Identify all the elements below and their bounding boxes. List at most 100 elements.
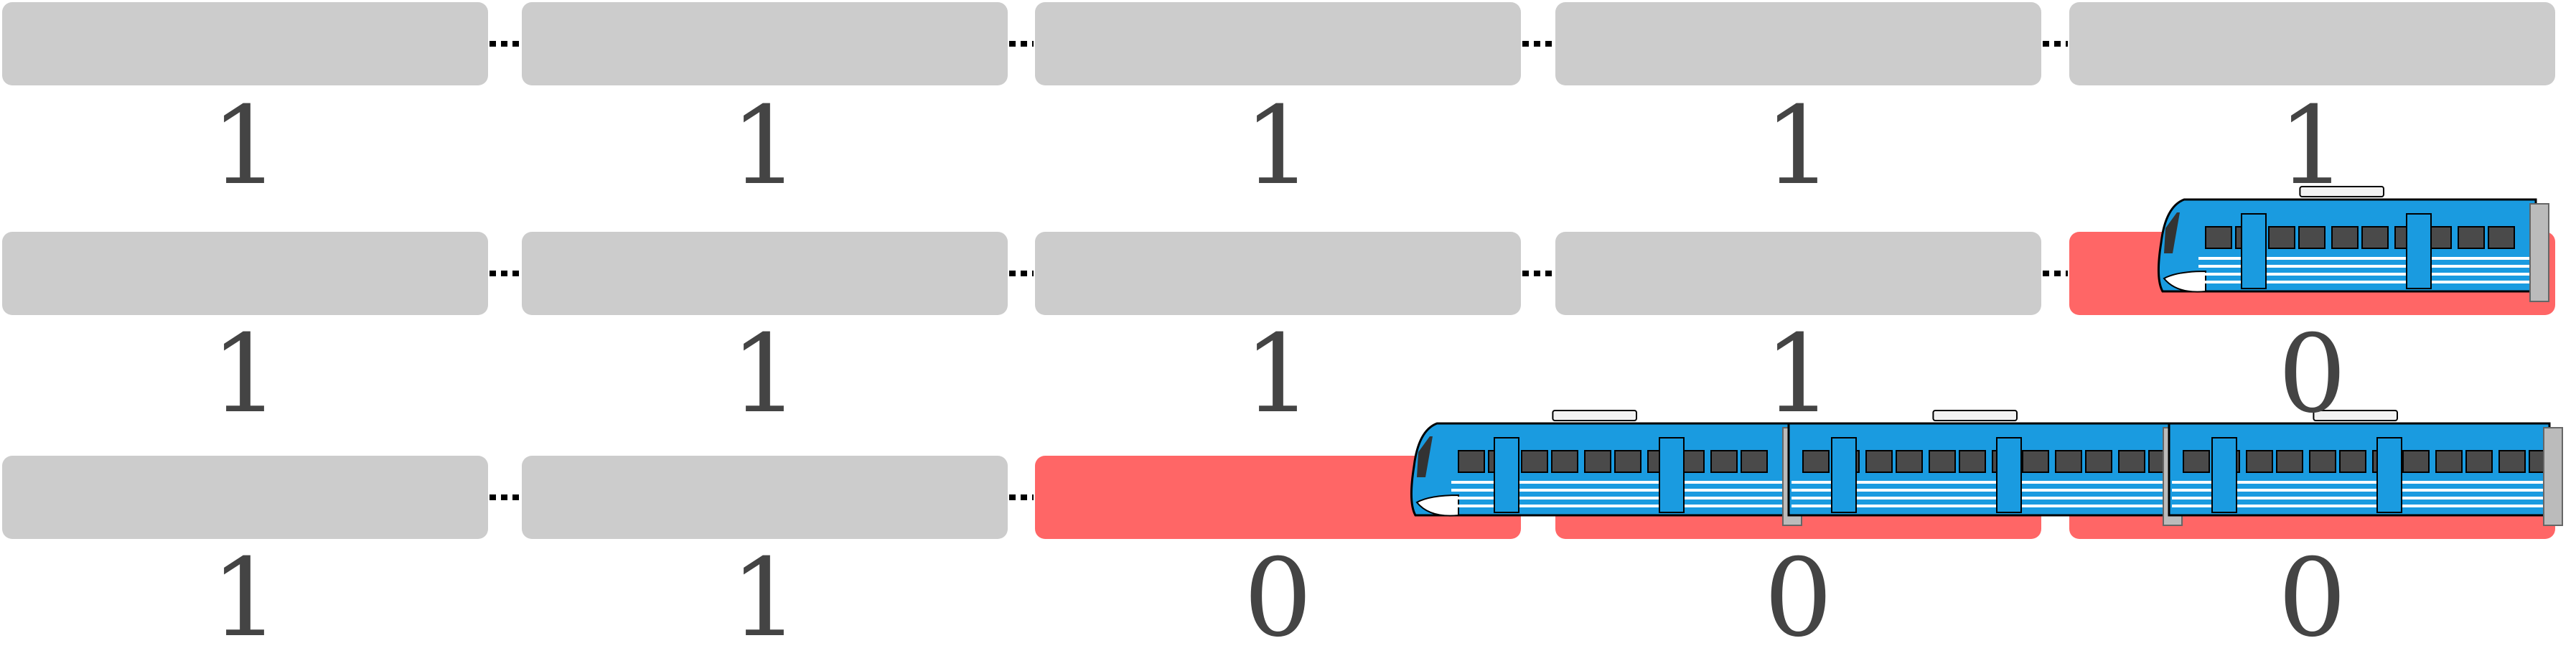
train-window: [2118, 450, 2145, 473]
track-block: [522, 232, 1008, 315]
train-window: [2488, 226, 2515, 249]
cab-nose: [1415, 494, 1459, 517]
body-stripe: [2198, 281, 2533, 283]
body-stripe: [2198, 273, 2533, 276]
track-block: [2, 456, 488, 539]
train-layer: [1410, 186, 2563, 526]
train-car: [1410, 410, 1802, 526]
track-block: [1035, 456, 1521, 539]
block-signal-label: 0: [2278, 312, 2346, 437]
body-stripe: [1451, 489, 1786, 492]
block-signal-label: 1: [1244, 84, 1312, 209]
track-block: [522, 456, 1008, 539]
cab-windshield: [2164, 212, 2180, 253]
label-layer: 1 1 1 1 1 1 1 1 1 0 1 1 0 0 0: [211, 84, 2346, 661]
body-stripe: [1792, 505, 2166, 507]
body-stripe: [2172, 497, 2547, 500]
train-window: [1865, 450, 1893, 473]
train-window: [2268, 226, 2295, 249]
train-window: [2465, 450, 2493, 473]
train-window: [1614, 450, 1641, 473]
block-signal-label: 1: [2278, 84, 2346, 209]
train-door: [2241, 213, 2267, 289]
block-signal-label: 1: [731, 536, 799, 661]
train-window: [1896, 450, 1923, 473]
train-window: [2309, 450, 2336, 473]
body-stripe: [1451, 481, 1786, 484]
train: [1410, 410, 2563, 526]
train-door: [1659, 437, 1685, 513]
train-window: [2298, 226, 2326, 249]
track-block: [1555, 232, 2041, 315]
train-door: [1996, 437, 2022, 513]
body-stripe: [1792, 481, 2166, 484]
block-signal-label: 0: [2278, 536, 2346, 661]
block-signal-label: 1: [1244, 312, 1312, 437]
roof-unit: [1552, 410, 1637, 421]
cab-nose: [2163, 270, 2206, 293]
block-signal-label: 1: [731, 312, 799, 437]
block-signal-label: 1: [211, 84, 279, 209]
block-signal-label: 1: [211, 536, 279, 661]
train-window: [2055, 450, 2082, 473]
train-window: [1584, 450, 1611, 473]
body-stripe: [2172, 481, 2547, 484]
body-stripe: [1792, 497, 2166, 500]
train-door: [2406, 213, 2432, 289]
car-gangway: [2529, 203, 2549, 302]
train-car: [2168, 410, 2563, 526]
train-window: [2022, 450, 2049, 473]
train-window: [2339, 450, 2366, 473]
track-block: [2, 2, 488, 85]
train-window: [1959, 450, 1986, 473]
train-window: [2402, 450, 2430, 473]
body-stripe: [1792, 489, 2166, 492]
train-window: [2085, 450, 2112, 473]
train-door: [1831, 437, 1857, 513]
track-block: [1555, 2, 2041, 85]
train-window: [2435, 450, 2463, 473]
train-door: [2211, 437, 2237, 513]
train-window: [1802, 450, 1830, 473]
train-window: [2183, 450, 2210, 473]
train-window: [1521, 450, 1548, 473]
train-door: [2376, 437, 2402, 513]
roof-unit: [2299, 186, 2384, 197]
train-window: [2458, 226, 2485, 249]
body-stripe: [2198, 265, 2533, 268]
train-window: [1929, 450, 1956, 473]
track-block: [1035, 232, 1521, 315]
block-signal-label: 1: [1764, 84, 1832, 209]
body-stripe: [2172, 505, 2547, 507]
block-layer: [2, 2, 2555, 539]
train-window: [1458, 450, 1485, 473]
block-signal-label: 1: [1764, 312, 1832, 437]
body-stripe: [1451, 497, 1786, 500]
train: [2157, 186, 2549, 302]
train-window: [2276, 450, 2303, 473]
block-signal-label: 0: [1244, 536, 1312, 661]
track-block: [2069, 2, 2555, 85]
cab-windshield: [1417, 436, 1433, 477]
train-window: [2205, 226, 2232, 249]
train-window: [2331, 226, 2359, 249]
track-block: [522, 2, 1008, 85]
roof-unit: [2313, 410, 2398, 421]
train-window: [2498, 450, 2526, 473]
roof-unit: [1932, 410, 2018, 421]
train-window: [2246, 450, 2273, 473]
block-signal-label: 0: [1764, 536, 1832, 661]
block-signal-label: 1: [731, 84, 799, 209]
train-car: [1787, 410, 2183, 526]
body-stripe: [2198, 257, 2533, 260]
train-window: [1741, 450, 1768, 473]
track-block: [2, 232, 488, 315]
track-block: [1035, 2, 1521, 85]
train-door: [1494, 437, 1519, 513]
train-window: [2361, 226, 2389, 249]
body-stripe: [1451, 505, 1786, 507]
body-stripe: [2172, 489, 2547, 492]
train-window: [1551, 450, 1578, 473]
block-signal-label: 1: [211, 312, 279, 437]
